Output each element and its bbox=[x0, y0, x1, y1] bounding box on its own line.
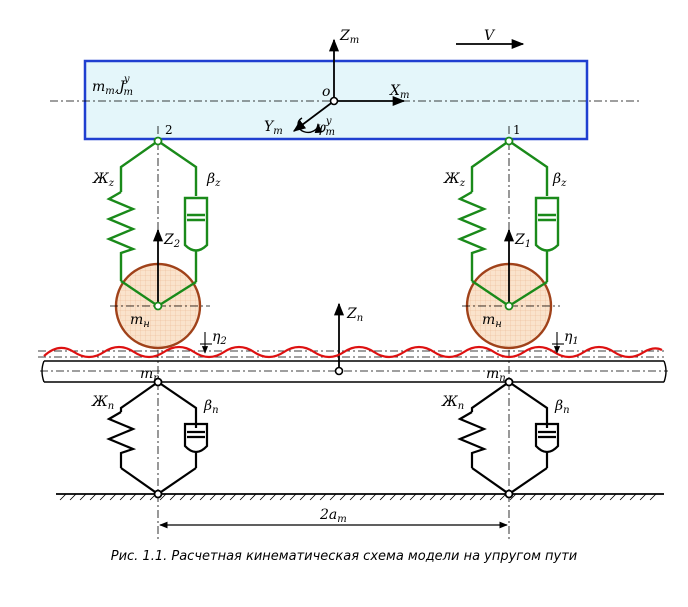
z2-label: Z2 bbox=[163, 232, 180, 250]
figure-caption: Рис. 1.1. Расчетная кинематическая схема… bbox=[111, 549, 578, 564]
right-rail-mass-label: mп bbox=[486, 366, 506, 384]
left-lower-damper-label: βп bbox=[203, 398, 219, 416]
eta1-label: η1 bbox=[564, 329, 579, 347]
joint-nodes bbox=[153, 136, 514, 499]
point-2-label: 2 bbox=[165, 123, 173, 137]
ground bbox=[56, 493, 664, 501]
y-axis-label: Ym bbox=[264, 119, 283, 137]
right-upper-spring-label: Жz bbox=[443, 171, 466, 189]
rail-center-point bbox=[334, 366, 344, 376]
eta2-label: η2 bbox=[212, 329, 227, 347]
point-1-label: 1 bbox=[513, 123, 521, 137]
z1-label: Z1 bbox=[514, 232, 531, 250]
origin-label: o bbox=[322, 84, 330, 100]
right-upper-damper-label: βz bbox=[552, 171, 567, 189]
base-dimension-label: 2am bbox=[319, 507, 347, 525]
origin-point bbox=[329, 96, 339, 106]
track-z-label: Zп bbox=[346, 306, 363, 324]
right-lower-damper-label: βп bbox=[554, 398, 570, 416]
right-wheel-mass-label: mн bbox=[482, 312, 502, 330]
y-axis-arrow bbox=[292, 100, 335, 132]
right-lower-spring-label: Жп bbox=[441, 394, 464, 412]
z-axis-label: Zm bbox=[339, 28, 359, 46]
pitch-arc-arrow bbox=[297, 117, 323, 134]
rail-beam bbox=[41, 360, 667, 383]
left-lower-spring-label: Жп bbox=[91, 394, 114, 412]
left-wheel-mass-label: mн bbox=[130, 312, 150, 330]
rail-irregularity-wave bbox=[43, 345, 663, 359]
left-upper-spring-label: Жz bbox=[92, 171, 115, 189]
left-upper-damper-label: βz bbox=[206, 171, 221, 189]
x-axis-label: Xm bbox=[389, 83, 409, 101]
velocity-label: V bbox=[484, 28, 496, 44]
